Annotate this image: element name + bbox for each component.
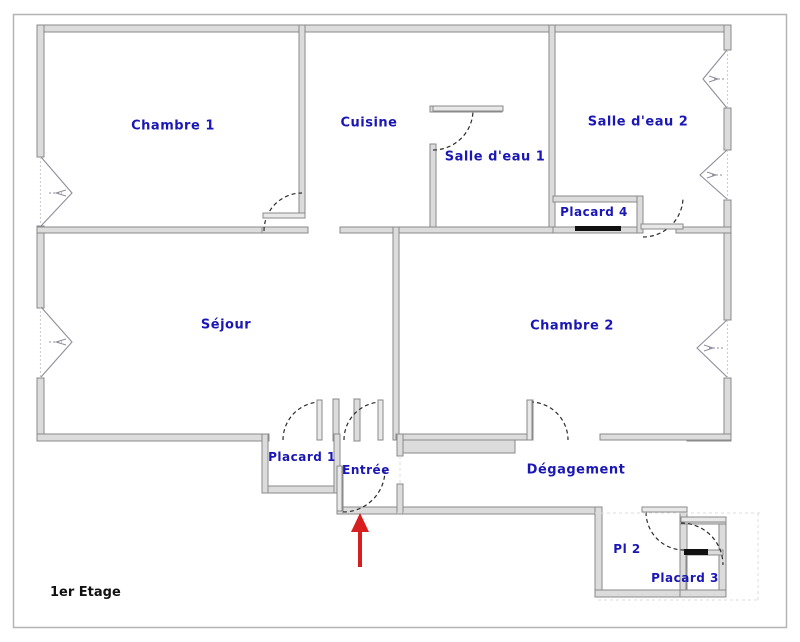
wall-bottom-sejour (36, 433, 270, 442)
window-right-3 (696, 319, 729, 378)
wall-left-mid (36, 225, 45, 309)
window-left-2 (39, 306, 73, 378)
wall-sejour-right-2 (353, 398, 361, 442)
interior-walls (36, 24, 732, 598)
wall-se-bottom (392, 226, 554, 234)
room-label-salle-eau-1: Salle d'eau 1 (444, 149, 546, 165)
leaf-chambre2 (526, 399, 533, 441)
leaf-salle-eau-1 (432, 105, 504, 112)
door-swing-placard3 (680, 522, 724, 566)
wall-pl2-left (594, 506, 603, 598)
door-swing-salle-eau-1 (432, 109, 474, 151)
exterior-walls (36, 24, 732, 598)
door-swing-sejour-right (343, 401, 383, 441)
wall-right-c (723, 199, 732, 321)
wall-chambre1-cuisine (298, 24, 306, 214)
wall-entree-right (396, 483, 404, 515)
wall-pl2-bottom (594, 589, 688, 598)
room-label-sejour: Séjour (200, 317, 252, 333)
closet-markers (575, 226, 708, 555)
window-right-2 (699, 149, 729, 200)
wall-chambre1-sejour (36, 226, 266, 234)
leaf-pl2 (641, 506, 688, 513)
door-leaves (262, 105, 727, 523)
wall-chambre2-bottom (395, 433, 533, 441)
page-border (12, 13, 788, 629)
leaf-chambre1 (262, 212, 306, 219)
room-label-salle-eau-2: Salle d'eau 2 (587, 114, 689, 130)
wall-left-upper (36, 24, 45, 158)
wall-chambre2-bottom-b (599, 433, 732, 441)
wall-placard1-left (261, 433, 269, 494)
wall-left-lower (36, 377, 45, 441)
wall-bottom-placard1 (261, 485, 343, 494)
room-label-placard-1: Placard 1 (268, 450, 336, 464)
room-label-placard-4: Placard 4 (560, 205, 628, 219)
wall-cuisine-sejour (339, 226, 397, 234)
room-label-degagement: Dégagement (526, 462, 626, 478)
windows (39, 49, 729, 378)
door-swing-entree (342, 469, 386, 513)
room-label-cuisine: Cuisine (340, 115, 398, 131)
wall-placard4-top (552, 195, 644, 203)
room-label-pl-2: Pl 2 (613, 542, 641, 556)
floor-caption: 1er Etage (50, 585, 121, 600)
wall-chambre1-sejour-b (261, 226, 309, 234)
leaf-salle-eau-2 (640, 223, 684, 230)
entrance-arrow (351, 513, 369, 567)
degagement-recess (398, 439, 516, 454)
room-label-entree: Entrée (342, 463, 390, 477)
leaf-placard3 (680, 516, 727, 523)
door-swings (263, 109, 724, 566)
wall-right-d (723, 377, 732, 441)
wall-placard4-right (636, 195, 644, 234)
door-swing-sejour-left (282, 401, 322, 441)
door-swing-chambre1 (263, 192, 303, 232)
placard-3-slider-marker (684, 549, 708, 555)
wall-se2-bottom-b (675, 226, 732, 234)
door-swing-pl2 (645, 511, 685, 551)
wall-chambre2-left (392, 226, 400, 441)
room-label-placard-3: Placard 3 (651, 571, 719, 585)
window-left-1 (39, 156, 73, 227)
leaf-sejour-left (316, 399, 323, 441)
room-label-chambre-1: Chambre 1 (131, 118, 215, 134)
guide-lines (343, 456, 760, 601)
window-right-1 (702, 49, 729, 109)
door-swing-chambre2 (529, 401, 569, 441)
wall-entree-top-jamb (396, 433, 404, 457)
leaf-entree (336, 465, 343, 512)
placard-4-slider-marker (575, 226, 621, 231)
wall-right-b (723, 107, 732, 151)
leaf-sejour-right (377, 399, 384, 441)
wall-right-a (723, 24, 732, 51)
wall-top (36, 24, 732, 33)
wall-se1-left (429, 143, 437, 234)
wall-placard3-bottom (679, 589, 727, 598)
room-label-chambre-2: Chambre 2 (530, 318, 614, 334)
